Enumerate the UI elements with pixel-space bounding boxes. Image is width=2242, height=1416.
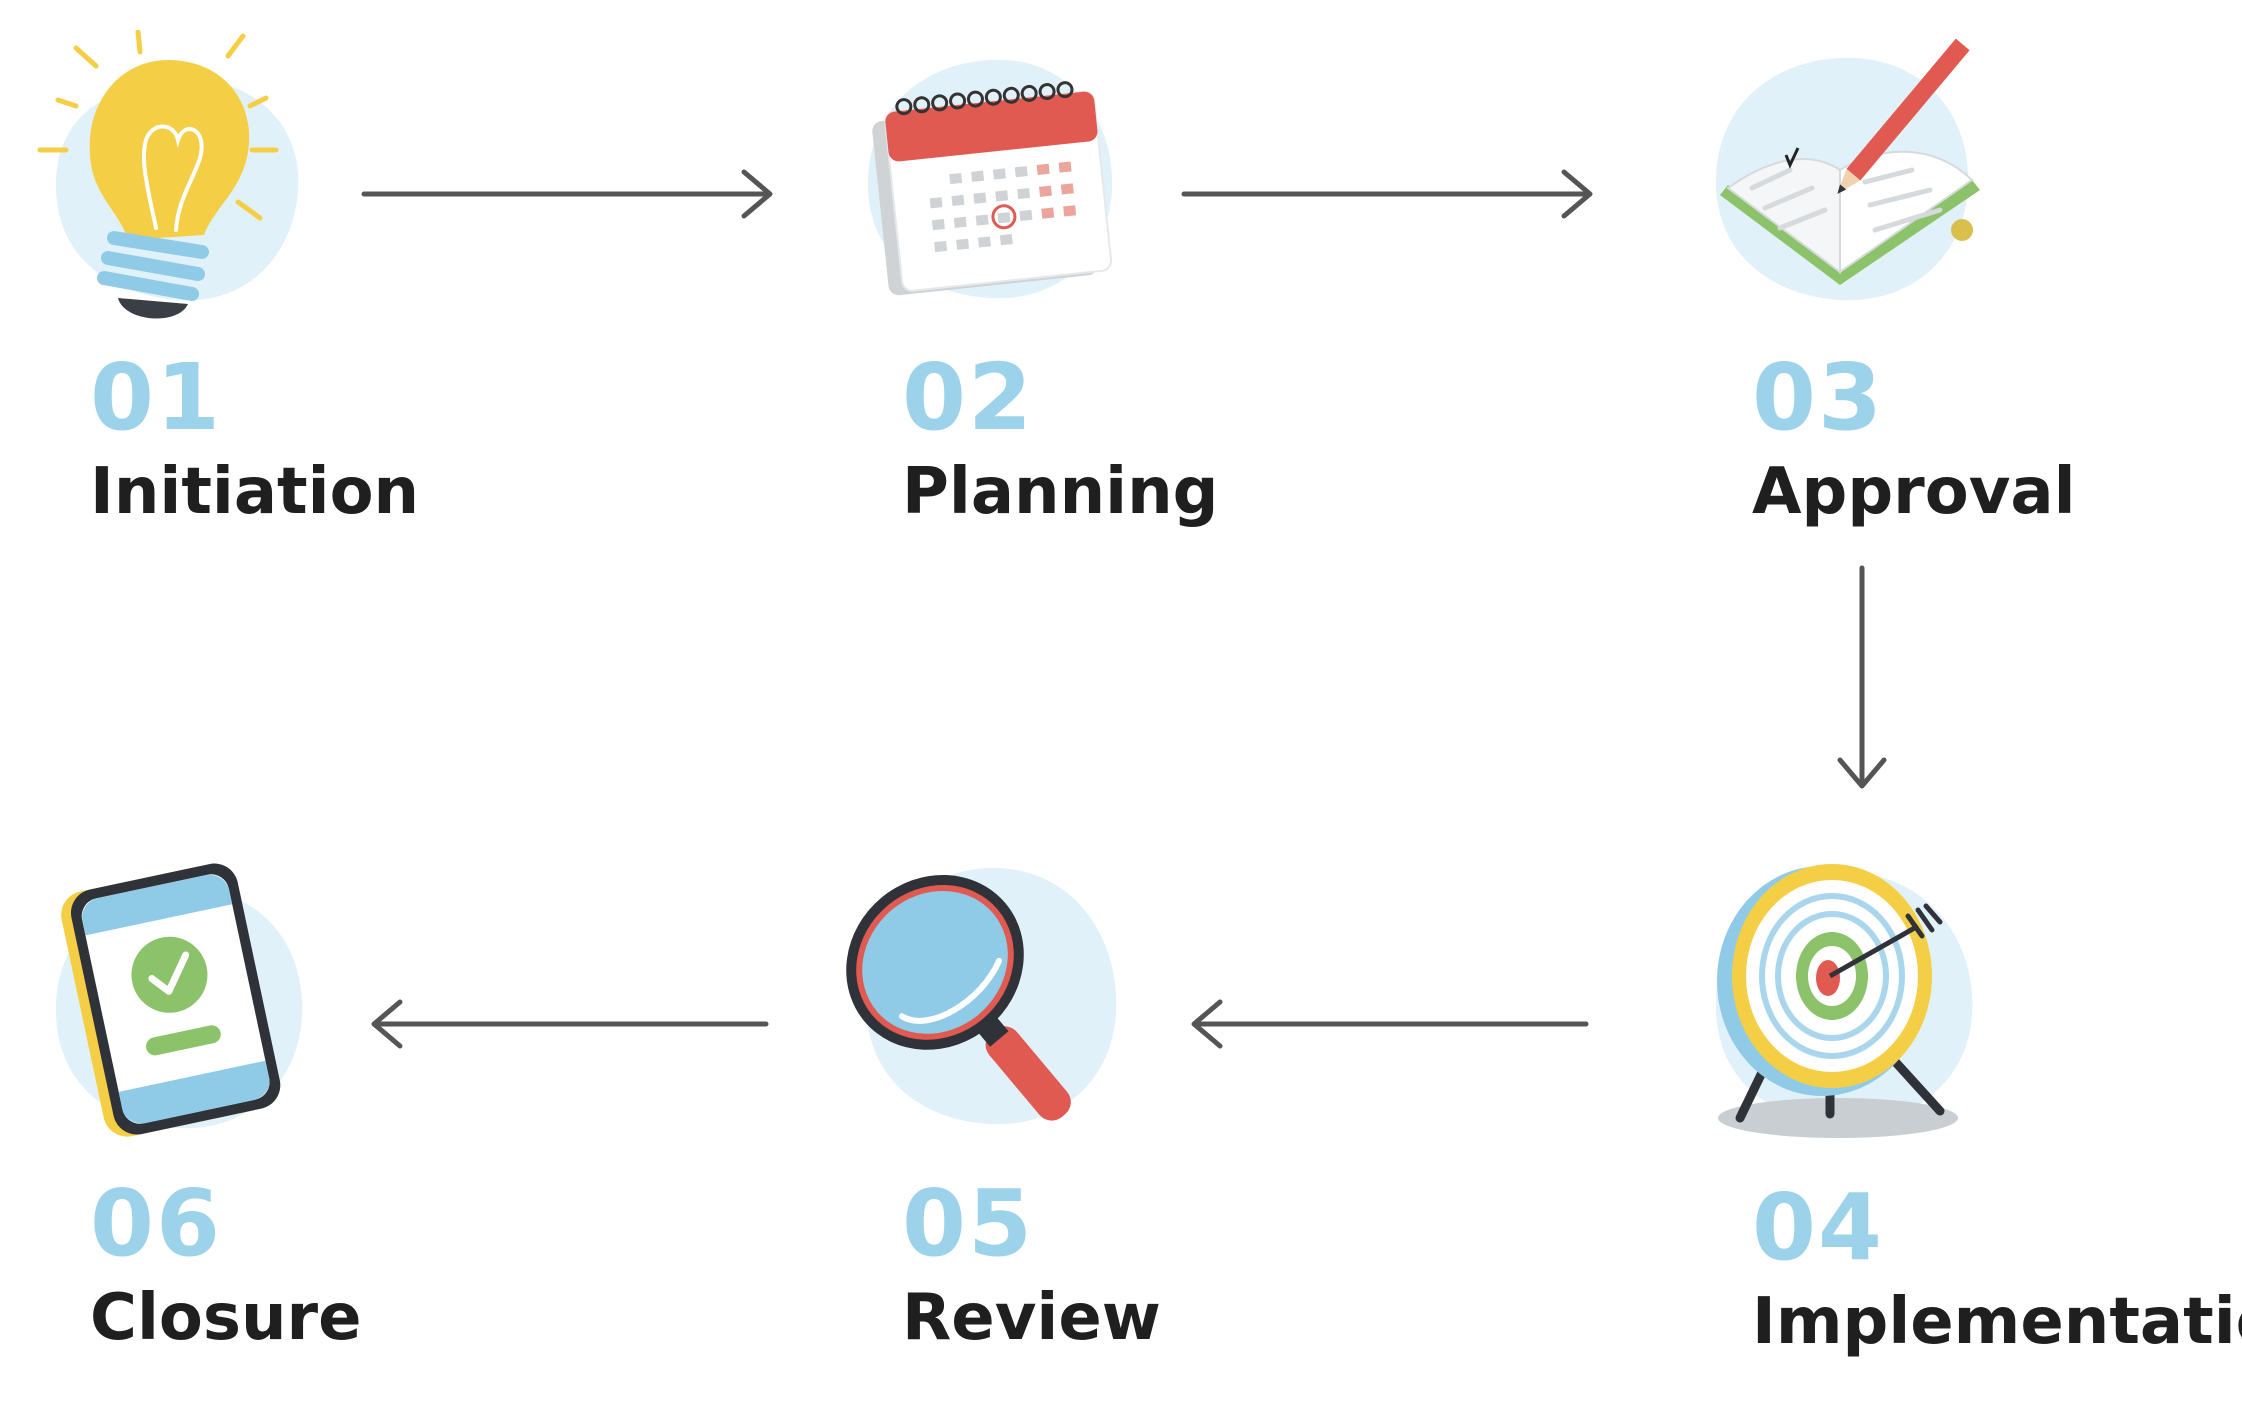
step-label: Approval xyxy=(1752,455,2076,529)
step-label: Review xyxy=(902,1281,1161,1355)
process-flow-diagram: 01 Initiation xyxy=(28,30,2242,1354)
step-label: Implementation xyxy=(1752,1285,2242,1359)
step-number: 01 xyxy=(90,344,223,451)
open-book-pencil-icon xyxy=(1690,30,1990,330)
step-planning: 02 Planning xyxy=(840,30,1480,590)
step-number: 02 xyxy=(902,344,1035,451)
step-label: Closure xyxy=(90,1281,362,1355)
phone-checkmark-icon xyxy=(28,856,328,1156)
step-number: 04 xyxy=(1752,1174,1885,1281)
step-closure: 06 Closure xyxy=(28,856,668,1416)
step-number: 05 xyxy=(902,1170,1035,1277)
step-approval: 03 Approval xyxy=(1690,30,2242,590)
arrow-right-01-02 xyxy=(361,164,782,224)
step-initiation: 01 Initiation xyxy=(28,30,668,590)
lightbulb-icon xyxy=(28,30,328,330)
magnifying-glass-icon xyxy=(840,856,1140,1156)
arrow-right-02-03 xyxy=(1181,164,1602,224)
arrow-left-05-06 xyxy=(362,994,782,1054)
arrow-left-04-05 xyxy=(1182,994,1602,1054)
step-number: 03 xyxy=(1752,344,1885,451)
target-arrow-icon xyxy=(1690,856,1990,1156)
step-implementation: 04 Implementation xyxy=(1690,856,2242,1416)
step-label: Initiation xyxy=(90,455,420,529)
step-review: 05 Review xyxy=(840,856,1480,1416)
arrow-down-03-04 xyxy=(1832,565,1892,798)
calendar-icon xyxy=(840,30,1140,330)
step-label: Planning xyxy=(902,455,1219,529)
step-number: 06 xyxy=(90,1170,223,1277)
